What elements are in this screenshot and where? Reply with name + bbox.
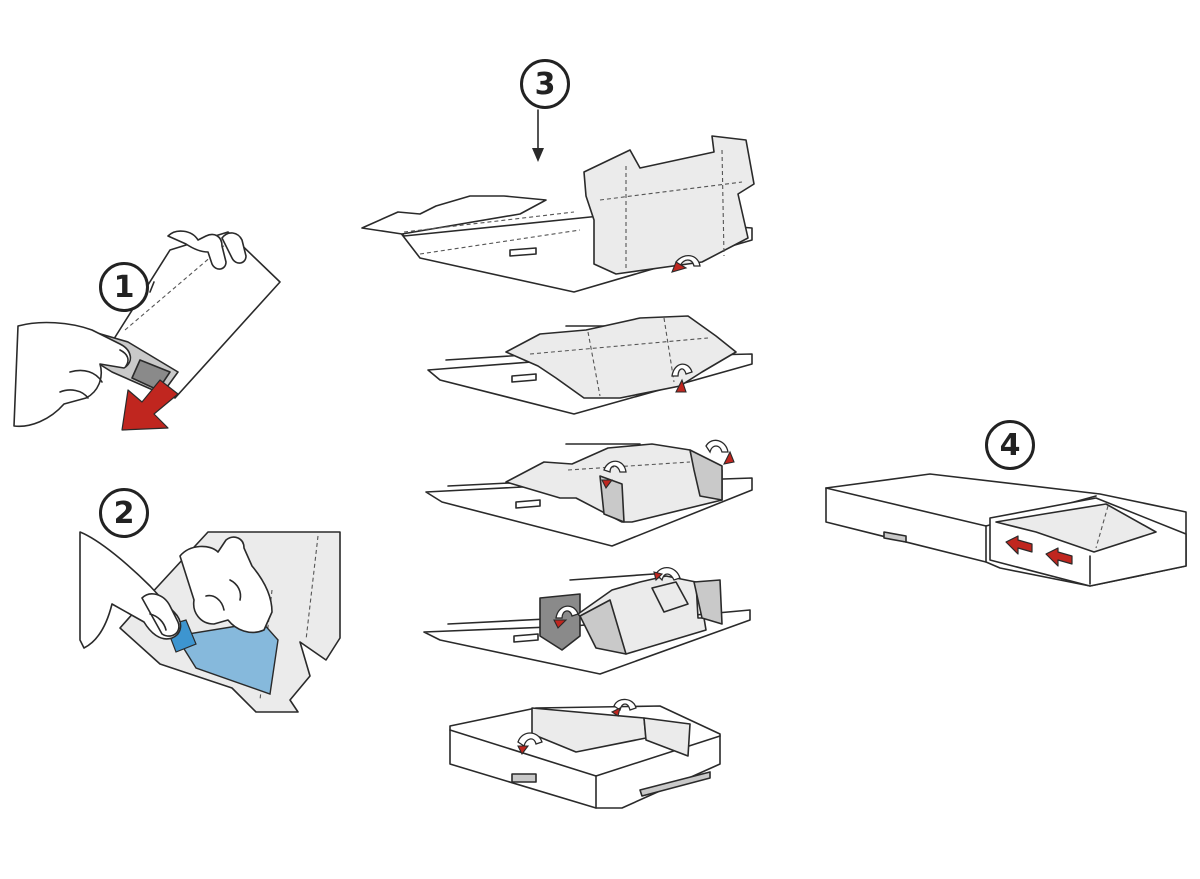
step-1-number: 1 [113, 269, 135, 305]
step-2-badge: 2 [99, 488, 149, 538]
step-3b-folding [427, 315, 753, 415]
step-3a-flat-blank [361, 135, 755, 293]
step-3c-folding [425, 439, 753, 547]
step-3d-folding [423, 567, 751, 675]
step-1-illustration [13, 230, 281, 431]
step-1-badge: 1 [99, 262, 149, 312]
step-4-illustration [825, 473, 1187, 587]
step-3-pointer-arrow [532, 109, 544, 162]
step-3-badge: 3 [520, 59, 570, 109]
step-4-number: 4 [999, 427, 1021, 463]
step-2-illustration [79, 531, 341, 713]
step-2-number: 2 [113, 495, 135, 531]
step-3e-closed-box [449, 698, 721, 809]
step-3-number: 3 [534, 66, 556, 102]
step-4-badge: 4 [985, 420, 1035, 470]
